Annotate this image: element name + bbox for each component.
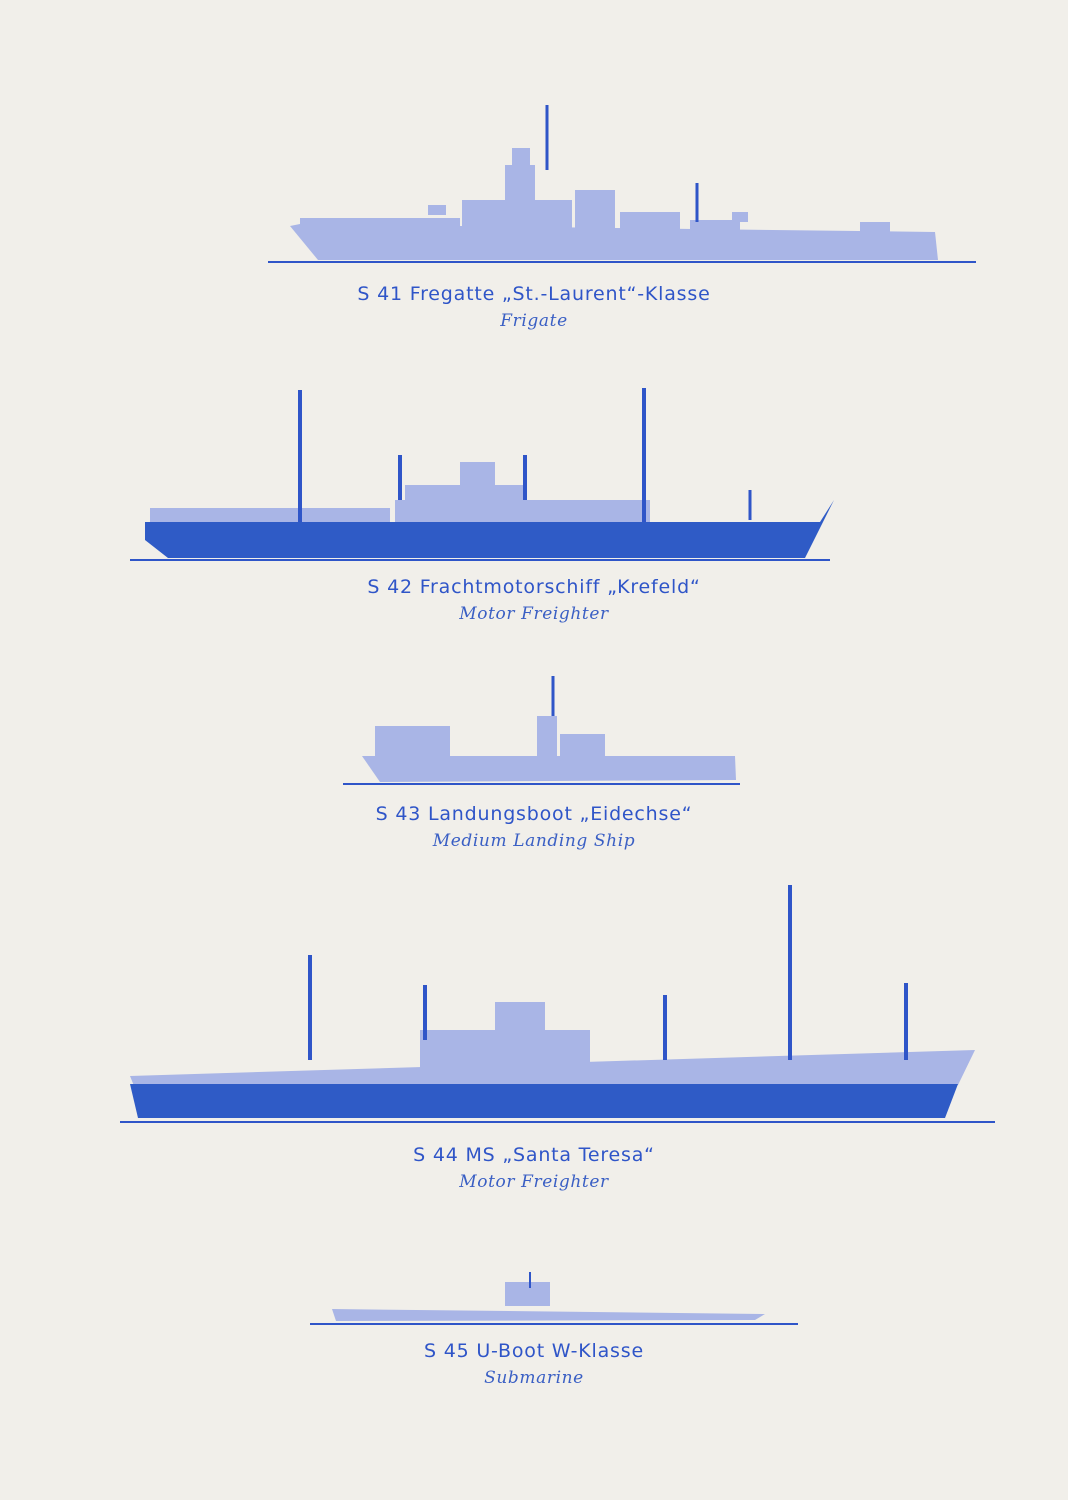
caption-s44: S 44 MS „Santa Teresa“ Motor Freighter — [0, 1144, 1068, 1192]
ship-title: S 44 MS „Santa Teresa“ — [413, 1144, 655, 1166]
ship-title: S 43 Landungsboot „Eidechse“ — [375, 803, 693, 825]
ship-subtitle: Motor Freighter — [459, 604, 609, 624]
ship-subtitle: Motor Freighter — [459, 1172, 609, 1192]
ship-subtitle: Medium Landing Ship — [432, 831, 636, 851]
caption-s41: S 41 Fregatte „St.-Laurent“-Klasse Friga… — [0, 283, 1068, 331]
ship-title: S 41 Fregatte „St.-Laurent“-Klasse — [357, 283, 711, 305]
ship-subtitle: Submarine — [484, 1368, 584, 1388]
landing-ship-illustration — [343, 676, 740, 785]
caption-s43: S 43 Landungsboot „Eidechse“ Medium Land… — [0, 803, 1068, 851]
freighter-krefeld-illustration — [130, 388, 834, 561]
submarine-illustration — [310, 1272, 798, 1325]
ship-title: S 42 Frachtmotorschiff „Krefeld“ — [367, 576, 701, 598]
ship-title: S 45 U-Boot W-Klasse — [424, 1340, 644, 1362]
caption-s42: S 42 Frachtmotorschiff „Krefeld“ Motor F… — [0, 576, 1068, 624]
ship-subtitle: Frigate — [500, 311, 568, 331]
frigate-illustration — [268, 105, 976, 263]
santa-teresa-illustration — [120, 885, 995, 1123]
caption-s45: S 45 U-Boot W-Klasse Submarine — [0, 1340, 1068, 1388]
